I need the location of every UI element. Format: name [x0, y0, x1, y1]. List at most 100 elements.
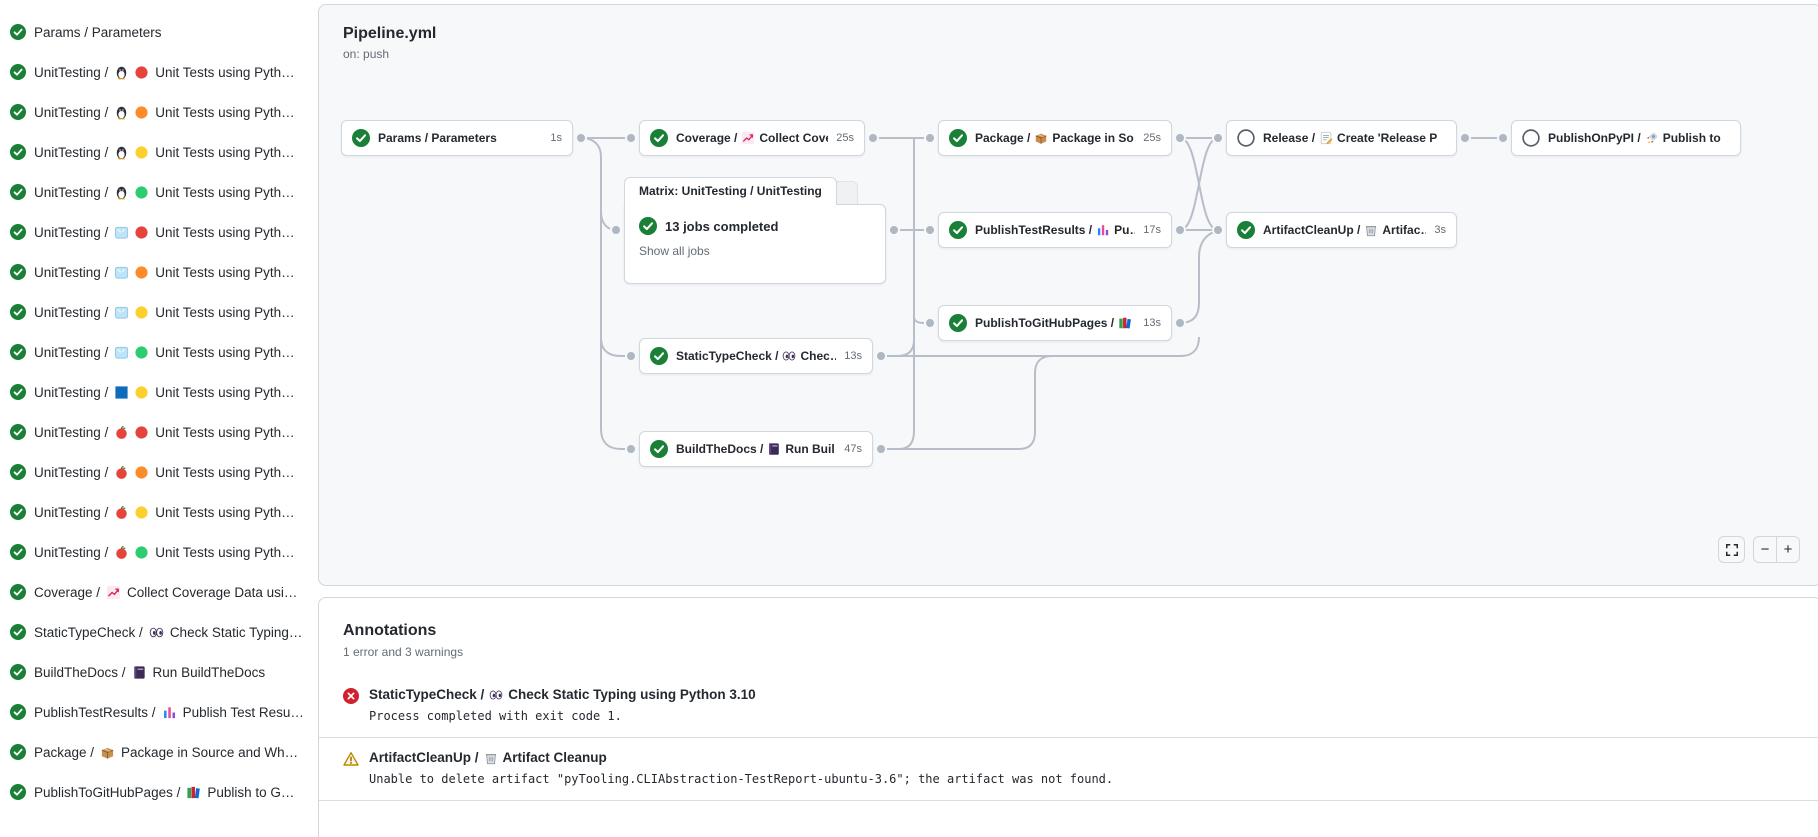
annotation-item: StaticTypeCheck / Check Static Typing us…	[319, 675, 1818, 738]
status-check-icon	[10, 664, 26, 680]
job-duration: 25s	[836, 132, 854, 144]
yellow-dot-icon	[134, 305, 149, 320]
sidebar-job-item[interactable]: Package / Package in Source and Wh…	[0, 732, 317, 772]
green-dot-icon	[134, 185, 149, 200]
sidebar-job-item[interactable]: UnitTesting / Unit Tests using Pyth…	[0, 132, 317, 172]
zoom-in-button[interactable]: +	[1783, 541, 1793, 558]
penguin-icon	[114, 145, 129, 160]
job-node-package[interactable]: Package /Package in So… 25s	[938, 120, 1172, 156]
penguin-icon	[114, 105, 129, 120]
trash-icon	[484, 751, 498, 765]
status-check-icon	[10, 24, 26, 40]
sidebar-job-item[interactable]: PublishToGitHubPages / Publish to G…	[0, 772, 317, 812]
job-name: Package /	[34, 744, 95, 760]
job-node-statictypecheck[interactable]: StaticTypeCheck /Chec… 13s	[639, 338, 873, 374]
step-name: Unit Tests using Pyth…	[155, 64, 295, 80]
matrix-group-tab: Matrix: UnitTesting / UnitTesting	[624, 177, 837, 205]
status-check-icon	[10, 504, 26, 520]
package-icon	[100, 745, 115, 760]
job-name: UnitTesting /	[34, 304, 109, 320]
fullscreen-icon	[1725, 543, 1738, 556]
job-duration: 25s	[1143, 132, 1161, 144]
job-node-artifactcleanup[interactable]: ArtifactCleanUp /Artifac… 3s	[1226, 212, 1457, 248]
job-node-publishtogithubpages[interactable]: PublishToGitHubPages /… 13s	[938, 305, 1172, 341]
job-node-publishonpypi[interactable]: PublishOnPyPI /Publish to …	[1511, 120, 1741, 156]
status-check-icon	[949, 314, 967, 332]
sidebar-job-item[interactable]: Params / Parameters	[0, 12, 317, 52]
status-check-icon	[10, 104, 26, 120]
workflow-header: Pipeline.yml on: push	[343, 25, 436, 61]
status-check-icon	[650, 440, 668, 458]
rocket-icon	[1645, 131, 1659, 145]
job-node-params[interactable]: Params / Parameters 1s	[341, 120, 573, 156]
job-name: UnitTesting /	[34, 64, 109, 80]
red-dot-icon	[134, 425, 149, 440]
status-check-icon	[352, 129, 370, 147]
penguin-icon	[114, 65, 129, 80]
bar-chart-icon	[1096, 223, 1110, 237]
graph-edges	[575, 132, 1509, 455]
status-check-icon	[949, 221, 967, 239]
orange-dot-icon	[134, 465, 149, 480]
sidebar-job-item[interactable]: UnitTesting / Unit Tests using Pyth…	[0, 252, 317, 292]
job-node-coverage[interactable]: Coverage /Collect Cove… 25s	[639, 120, 865, 156]
sidebar-job-item[interactable]: PublishTestResults / Publish Test Resu…	[0, 692, 317, 732]
job-name: UnitTesting /	[34, 264, 109, 280]
sidebar-job-item[interactable]: UnitTesting / Unit Tests using Pyth…	[0, 172, 317, 212]
job-name: UnitTesting /	[34, 424, 109, 440]
yellow-dot-icon	[134, 145, 149, 160]
sidebar-job-item[interactable]: UnitTesting / Unit Tests using Pyth…	[0, 292, 317, 332]
sidebar-job-item[interactable]: UnitTesting / Unit Tests using Pyth…	[0, 492, 317, 532]
notebook-icon	[132, 665, 147, 680]
annotation-job-link[interactable]: ArtifactCleanUp / Artifact Cleanup	[369, 750, 607, 765]
sidebar-job-item[interactable]: BuildTheDocs / Run BuildTheDocs	[0, 652, 317, 692]
sidebar-job-item[interactable]: UnitTesting / Unit Tests using Pyth…	[0, 532, 317, 572]
notebook-icon	[767, 442, 781, 456]
status-check-icon	[10, 344, 26, 360]
job-node-publishtestresults[interactable]: PublishTestResults /Pu… 17s	[938, 212, 1172, 248]
annotation-message: Unable to delete artifact "pyTooling.CLI…	[369, 772, 1114, 786]
workflow-graph-panel: Pipeline.yml on: push	[318, 4, 1818, 586]
job-name: Params / Parameters	[34, 24, 162, 40]
status-check-icon	[650, 347, 668, 365]
winblue-icon	[114, 385, 129, 400]
sidebar-job-item[interactable]: UnitTesting / Unit Tests using Pyth…	[0, 52, 317, 92]
status-check-icon	[10, 704, 26, 720]
red-dot-icon	[134, 65, 149, 80]
sidebar-job-item[interactable]: UnitTesting / Unit Tests using Pyth…	[0, 212, 317, 252]
sidebar-job-item[interactable]: UnitTesting / Unit Tests using Pyth…	[0, 332, 317, 372]
yellow-dot-icon	[134, 385, 149, 400]
annotation-severity-icon	[343, 751, 359, 767]
matrix-group-box[interactable]: 13 jobs completed Show all jobs	[624, 204, 886, 284]
sidebar-job-item[interactable]: UnitTesting / Unit Tests using Pyth…	[0, 412, 317, 452]
job-duration: 13s	[1143, 317, 1161, 329]
ice-icon	[114, 225, 129, 240]
ice-icon	[114, 265, 129, 280]
sidebar-job-item[interactable]: UnitTesting / Unit Tests using Pyth…	[0, 372, 317, 412]
fullscreen-button[interactable]	[1718, 536, 1745, 563]
zoom-out-button[interactable]: −	[1754, 537, 1777, 562]
eyes-icon	[489, 688, 503, 702]
status-check-icon	[10, 384, 26, 400]
sidebar-job-item[interactable]: UnitTesting / Unit Tests using Pyth…	[0, 92, 317, 132]
sidebar-job-item[interactable]: StaticTypeCheck / Check Static Typing…	[0, 612, 317, 652]
ice-icon	[114, 345, 129, 360]
status-check-icon	[10, 784, 26, 800]
sidebar-job-item[interactable]: UnitTesting / Unit Tests using Pyth…	[0, 452, 317, 492]
step-name: Unit Tests using Pyth…	[155, 104, 295, 120]
job-duration: 13s	[844, 350, 862, 362]
apple-icon	[114, 465, 129, 480]
annotations-list: StaticTypeCheck / Check Static Typing us…	[319, 675, 1818, 801]
status-skipped-icon	[1237, 129, 1255, 147]
step-name: Unit Tests using Pyth…	[155, 384, 295, 400]
show-all-jobs-link[interactable]: Show all jobs	[639, 244, 710, 258]
sidebar-job-item[interactable]: Coverage / Collect Coverage Data usi…	[0, 572, 317, 612]
job-name: UnitTesting /	[34, 224, 109, 240]
job-node-buildthedocs[interactable]: BuildTheDocs /Run Buil… 47s	[639, 431, 873, 467]
annotation-job-link[interactable]: StaticTypeCheck / Check Static Typing us…	[369, 687, 756, 702]
job-duration: 47s	[844, 443, 862, 455]
status-check-icon	[10, 584, 26, 600]
job-node-release[interactable]: Release /Create 'Release P…	[1226, 120, 1457, 156]
books-icon	[186, 785, 201, 800]
penguin-icon	[114, 185, 129, 200]
